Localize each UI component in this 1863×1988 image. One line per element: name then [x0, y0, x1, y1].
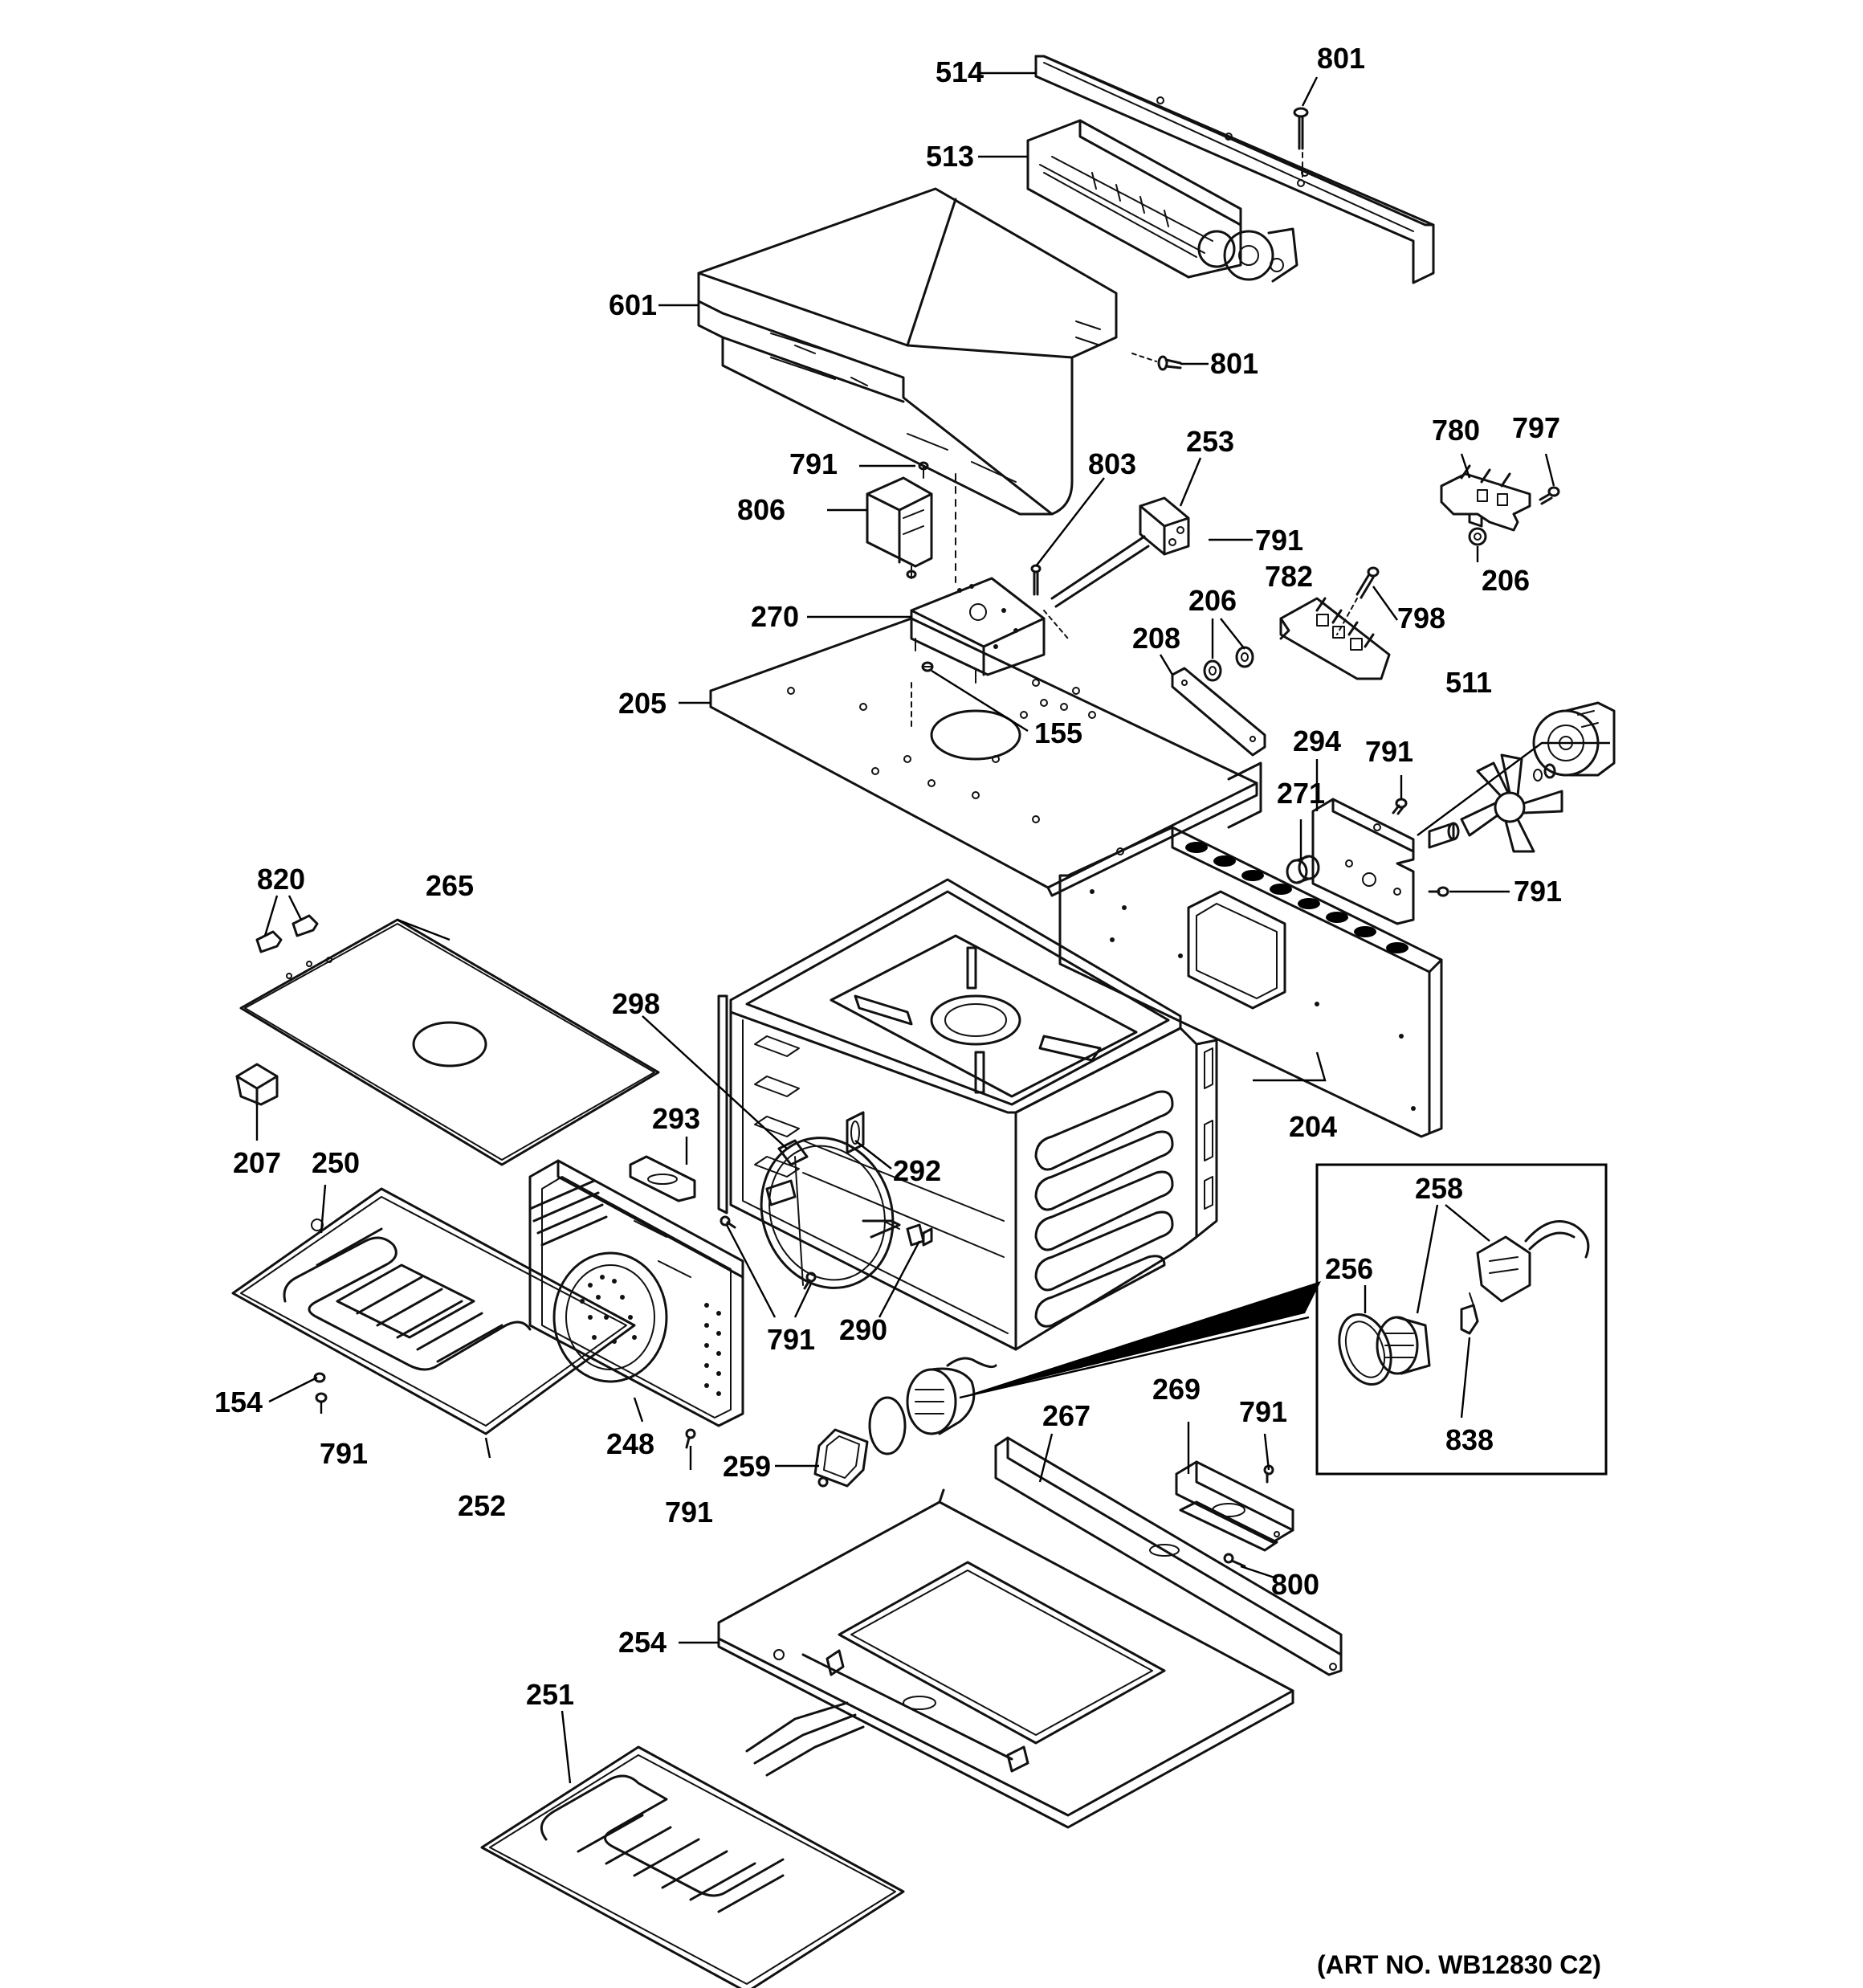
- part-265-gasket: [239, 918, 660, 1166]
- callout-298: 298: [612, 987, 660, 1020]
- callout-803: 803: [1088, 447, 1136, 480]
- callout-838: 838: [1445, 1423, 1494, 1456]
- callout-253: 253: [1186, 425, 1234, 458]
- art-number: (ART NO. WB12830 C2): [1317, 1950, 1601, 1979]
- callout-820: 820: [257, 863, 305, 896]
- part-207-bracket: [235, 1063, 279, 1106]
- part-269-bracket: [1175, 1460, 1294, 1552]
- part-253-thermostat-sensor: [1043, 496, 1190, 639]
- callout-206: 206: [1482, 564, 1530, 597]
- callout-293: 293: [652, 1102, 700, 1135]
- part-270-junction-box: [906, 473, 1046, 684]
- part-820-clips: [255, 914, 319, 953]
- callout-290: 290: [839, 1313, 887, 1346]
- part-259-gasket: [813, 1357, 997, 1488]
- part-791-screws-element: [720, 1215, 817, 1290]
- callout-207: 207: [233, 1146, 281, 1179]
- part-248-fan-cover: [528, 1159, 744, 1427]
- callout-labels: 514 801 513 601 801 791 803 253 806 791 …: [214, 42, 1601, 1979]
- callout-791: 791: [1365, 735, 1413, 768]
- part-155-screw: [921, 661, 934, 672]
- callout-256: 256: [1325, 1252, 1373, 1285]
- oven-cavity: [717, 878, 1218, 1351]
- callout-250: 250: [312, 1146, 360, 1179]
- part-206-spacer-right: [1468, 527, 1487, 546]
- part-801-screw-side: [1131, 353, 1182, 371]
- part-803-screw: [1030, 564, 1042, 596]
- callout-791: 791: [665, 1496, 713, 1529]
- part-801-screw-top: [1293, 107, 1309, 182]
- callout-797: 797: [1512, 411, 1560, 444]
- part-267-rail: [994, 1436, 1343, 1676]
- callout-780: 780: [1432, 414, 1480, 447]
- part-798-screw: [1336, 566, 1380, 635]
- callout-798: 798: [1397, 602, 1445, 635]
- callout-205: 205: [618, 687, 667, 720]
- callout-251: 251: [526, 1678, 574, 1711]
- callout-267: 267: [1042, 1399, 1090, 1432]
- callout-271: 271: [1277, 777, 1325, 810]
- part-204-rear-panel: [1058, 826, 1443, 1138]
- part-205-top-plate: [709, 617, 1262, 897]
- callout-252: 252: [458, 1489, 506, 1522]
- part-791-800-screws: [1223, 1464, 1274, 1568]
- part-806-transformer: [866, 461, 933, 568]
- callout-155: 155: [1034, 716, 1082, 749]
- part-208-cover-plate: [1171, 667, 1266, 757]
- callout-294: 294: [1293, 725, 1341, 757]
- callout-206: 206: [1188, 584, 1237, 617]
- leader-lines: [255, 71, 1555, 1784]
- part-513-blower-assembly: [1026, 119, 1298, 283]
- callout-801: 801: [1210, 347, 1258, 380]
- callout-791: 791: [320, 1437, 368, 1470]
- callout-154: 154: [214, 1386, 263, 1419]
- callout-791: 791: [1255, 524, 1303, 557]
- callout-265: 265: [426, 869, 474, 902]
- callout-601: 601: [609, 288, 657, 321]
- callout-791: 791: [1514, 875, 1562, 908]
- part-601-duct: [697, 187, 1118, 516]
- part-514-top-bracket: [1034, 55, 1435, 284]
- callout-204: 204: [1289, 1110, 1337, 1143]
- callout-254: 254: [618, 1626, 667, 1659]
- callout-292: 292: [893, 1154, 941, 1187]
- callout-800: 800: [1271, 1568, 1319, 1601]
- callout-259: 259: [723, 1450, 771, 1483]
- part-780-terminal-block: [1440, 464, 1531, 532]
- detail-inset: [959, 1163, 1608, 1476]
- callout-270: 270: [751, 600, 799, 633]
- callout-801: 801: [1317, 42, 1365, 75]
- part-791-screw-294-top: [1392, 798, 1408, 815]
- part-294-fan-bracket: [1311, 798, 1415, 925]
- part-298-convection-element: [760, 1137, 901, 1289]
- callout-791: 791: [789, 447, 838, 480]
- part-252-bake-element: [231, 1179, 636, 1435]
- callout-791: 791: [767, 1323, 815, 1356]
- part-293-bracket: [629, 1155, 696, 1202]
- part-511-convection-fan: [1417, 701, 1616, 853]
- callout-511: 511: [1445, 666, 1492, 699]
- callout-791: 791: [1239, 1395, 1287, 1428]
- callout-782: 782: [1265, 560, 1313, 593]
- callout-806: 806: [737, 493, 785, 526]
- callout-258: 258: [1415, 1172, 1463, 1205]
- part-782-terminal-block: [1279, 597, 1391, 680]
- callout-513: 513: [926, 140, 974, 173]
- callout-514: 514: [936, 55, 984, 88]
- part-206-spacers: [1203, 646, 1254, 682]
- part-271-spacer: [1286, 855, 1320, 884]
- part-251-broil-element: [480, 1701, 905, 1988]
- callout-269: 269: [1152, 1373, 1201, 1406]
- part-791-screw-294-side: [1428, 886, 1449, 897]
- callout-208: 208: [1132, 622, 1180, 655]
- callout-248: 248: [606, 1427, 654, 1460]
- part-797-screw: [1539, 486, 1560, 505]
- part-254-oven-bottom: [717, 1488, 1294, 1829]
